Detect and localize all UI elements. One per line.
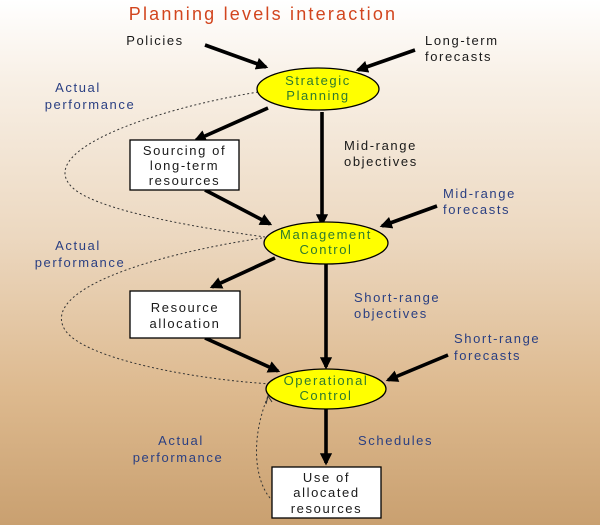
svg-text:Sourcing of: Sourcing of [143, 143, 226, 158]
diagram-title: Planning levels interaction [129, 4, 398, 24]
svg-text:Mid-range: Mid-range [344, 138, 417, 153]
svg-text:Control: Control [299, 388, 352, 403]
management-control-node: Management Control [263, 221, 389, 265]
label-policies: Policies [126, 33, 184, 48]
svg-text:objectives: objectives [354, 306, 428, 321]
label-short-range-forecasts: Short-range forecasts [454, 331, 540, 363]
label-mid-range-objectives: Mid-range objectives [344, 138, 418, 169]
svg-text:Short-range: Short-range [454, 331, 540, 346]
svg-text:Resource: Resource [151, 300, 219, 315]
svg-text:performance: performance [35, 255, 126, 270]
arrow-policies [204, 43, 269, 70]
svg-text:performance: performance [45, 97, 136, 112]
strategic-planning-node: Strategic Planning [256, 67, 380, 111]
svg-text:Long-term: Long-term [425, 33, 499, 48]
label-actual-performance-2: Actual performance [35, 238, 126, 270]
arrow-from-sourcing [204, 188, 273, 226]
svg-text:forecasts: forecasts [454, 348, 521, 363]
svg-text:forecasts: forecasts [443, 202, 510, 217]
arrow-to-allocation [209, 256, 276, 289]
svg-text:resources: resources [149, 173, 220, 188]
svg-text:Use of: Use of [303, 470, 350, 485]
svg-text:forecasts: forecasts [425, 49, 492, 64]
svg-text:Actual: Actual [158, 433, 204, 448]
svg-text:Mid-range: Mid-range [443, 186, 516, 201]
arrow-from-allocation [204, 336, 281, 373]
svg-text:Control: Control [299, 242, 352, 257]
arrow-long-term-forecasts [355, 48, 416, 73]
svg-text:allocation: allocation [150, 316, 221, 331]
use-of-resources-box: Use of allocated resources [271, 466, 382, 519]
arrow-mid-range-forecasts [379, 204, 438, 229]
arrow-to-sourcing [193, 106, 269, 142]
resource-allocation-box: Resource allocation [129, 290, 241, 339]
svg-text:Actual: Actual [55, 238, 101, 253]
svg-text:Short-range: Short-range [354, 290, 440, 305]
svg-text:objectives: objectives [344, 154, 418, 169]
label-mid-range-forecasts: Mid-range forecasts [443, 186, 516, 217]
label-long-term-forecasts: Long-term forecasts [425, 33, 499, 64]
label-short-range-objectives: Short-range objectives [354, 290, 440, 321]
label-actual-performance-3: Actual performance [133, 433, 224, 465]
svg-text:allocated: allocated [293, 485, 359, 500]
label-actual-performance-1: Actual performance [45, 80, 136, 112]
svg-text:long-term: long-term [150, 158, 219, 173]
feedback-curve-operational [255, 395, 271, 499]
svg-text:performance: performance [133, 450, 224, 465]
svg-text:Actual: Actual [55, 80, 101, 95]
operational-control-node: Operational Control [265, 368, 387, 410]
feedback-curve-strategic [64, 91, 266, 238]
arrow-short-range-forecasts [385, 353, 449, 382]
svg-text:resources: resources [291, 501, 362, 516]
sourcing-box: Sourcing of long-term resources [129, 139, 240, 191]
svg-text:Operational: Operational [284, 373, 369, 388]
svg-text:Strategic: Strategic [285, 73, 351, 88]
label-schedules: Schedules [358, 433, 433, 448]
svg-text:Management: Management [280, 227, 372, 242]
feedback-arrowhead [265, 394, 273, 405]
svg-text:Planning: Planning [286, 88, 349, 103]
